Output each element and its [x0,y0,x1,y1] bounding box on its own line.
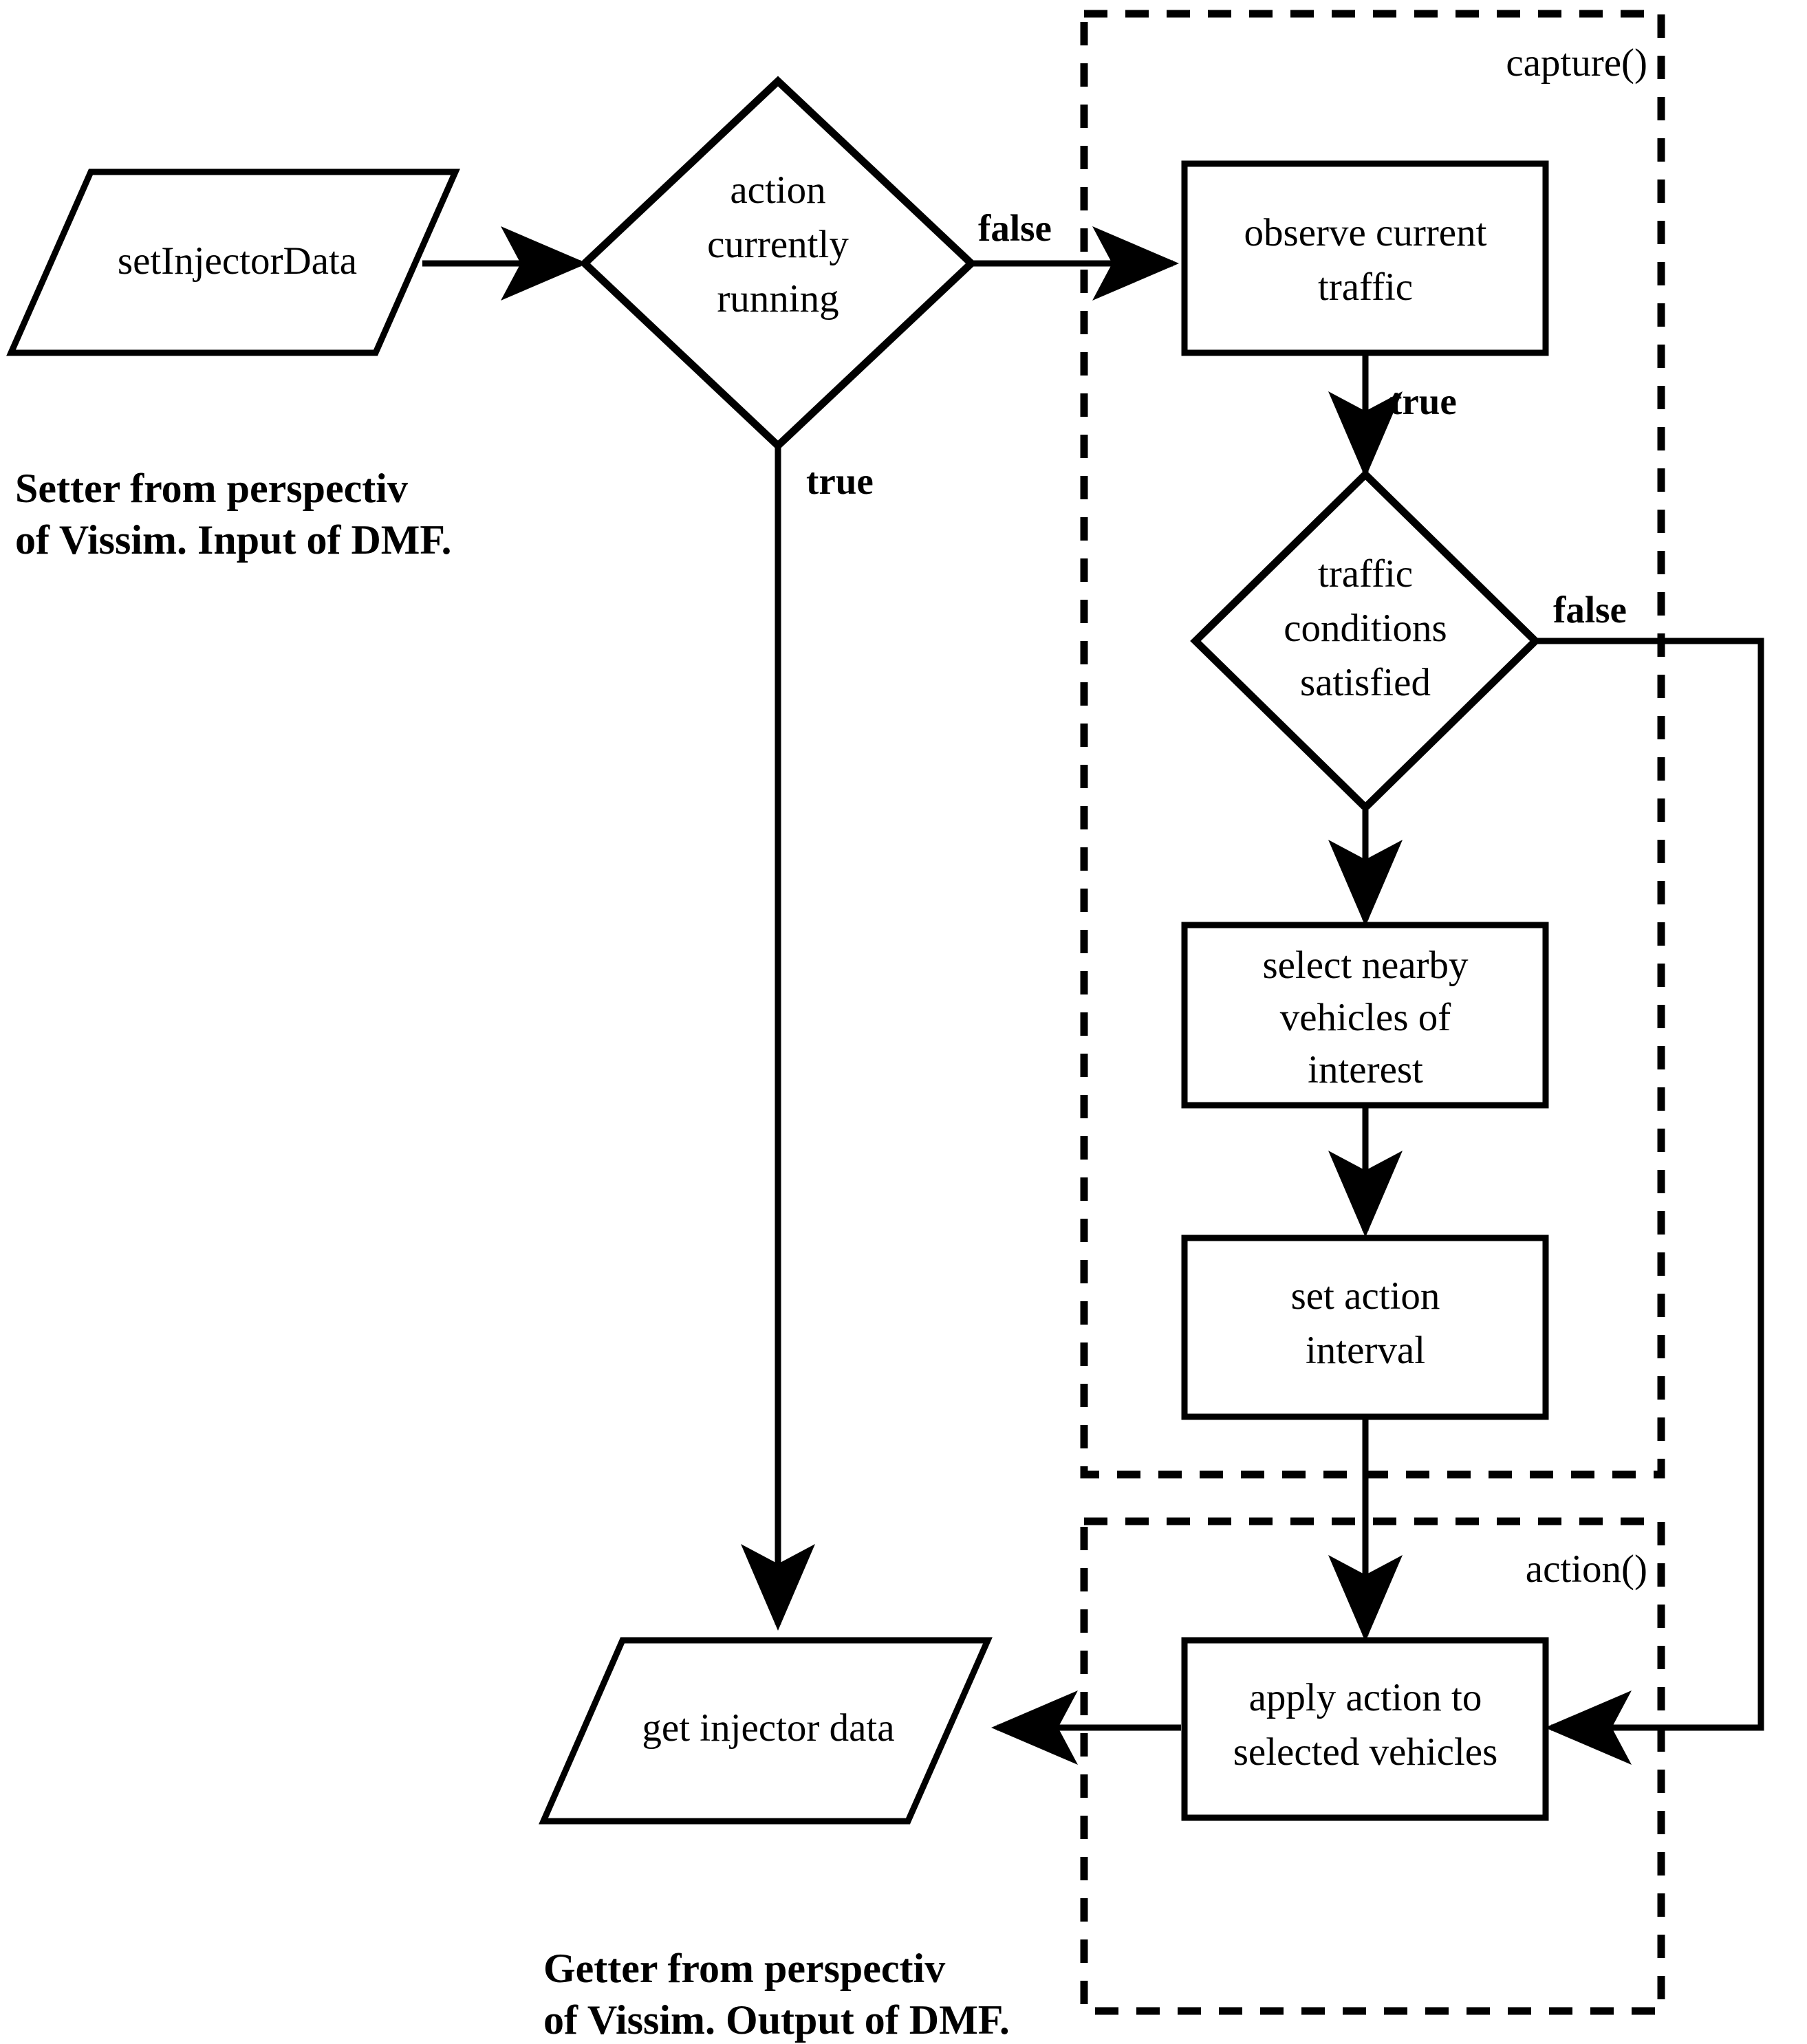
node-label-set-interval-line2: interval [1306,1329,1425,1372]
node-label-get-injector-data: get injector data [642,1706,894,1750]
node-label-set-interval-line1: set action [1291,1274,1440,1318]
group-label-action: action() [1526,1547,1647,1591]
node-set-action-interval[interactable]: set action interval [1181,1235,1549,1420]
node-label-observe-traffic-line1: observe current [1244,211,1487,254]
caption-getter-line1: Getter from perspectiv [543,1946,945,1991]
edge-label-decision1-true: true [806,460,874,502]
diamond-traffic-conditions-satisfied [1190,469,1541,813]
box-observe-current-traffic [1181,160,1549,356]
parallelogram-get-injector-data [539,1637,993,1825]
caption-getter-line2: of Vissim. Output of DMF. [543,1997,1010,2043]
box-set-action-interval [1181,1235,1549,1420]
node-set-injector-data[interactable]: setInjectorData [6,168,460,356]
node-label-select-vehicles-line1: select nearby [1262,944,1469,987]
node-label-apply-action-line2: selected vehicles [1233,1730,1498,1774]
node-label-apply-action-line1: apply action to [1249,1676,1482,1719]
box-apply-action-selected-vehicles [1181,1637,1549,1821]
group-label-capture: capture() [1506,41,1647,85]
parallelogram-set-injector-data [6,168,460,356]
node-action-currently-running[interactable]: action currently running [578,76,977,451]
caption-setter-line2: of Vissim. Input of DMF. [15,517,452,563]
node-label-traffic-conditions-line1: traffic [1318,552,1413,596]
box-select-nearby-vehicles [1181,922,1549,1109]
node-observe-current-traffic[interactable]: observe current traffic [1181,160,1549,356]
node-label-select-vehicles-line2: vehicles of [1280,996,1451,1039]
node-apply-action-selected-vehicles[interactable]: apply action to selected vehicles [1181,1637,1549,1821]
diamond-action-currently-running [578,76,977,451]
edge-label-decision2-false: false [1553,589,1627,631]
node-label-select-vehicles-line3: interest [1308,1048,1423,1091]
node-label-set-injector-data: setInjectorData [118,239,357,283]
node-label-traffic-conditions-line3: satisfied [1300,661,1431,704]
node-label-action-running-line1: action [730,168,825,212]
node-label-action-running-line3: running [717,277,838,320]
node-label-observe-traffic-line2: traffic [1318,265,1413,309]
edge-label-decision1-false: false [978,207,1052,249]
node-label-action-running-line2: currently [707,223,849,266]
node-traffic-conditions-satisfied[interactable]: traffic conditions satisfied [1190,469,1541,813]
node-label-traffic-conditions-line2: conditions [1284,607,1447,650]
node-get-injector-data[interactable]: get injector data [539,1637,993,1825]
node-select-nearby-vehicles[interactable]: select nearby vehicles of interest [1181,922,1549,1109]
edge-label-observe-true: true [1389,380,1457,422]
group-box-capture [1080,10,1665,1479]
caption-setter-line1: Setter from perspectiv [15,466,408,511]
edge-decision2-false-loop-to-applyaction [1532,638,1764,1765]
